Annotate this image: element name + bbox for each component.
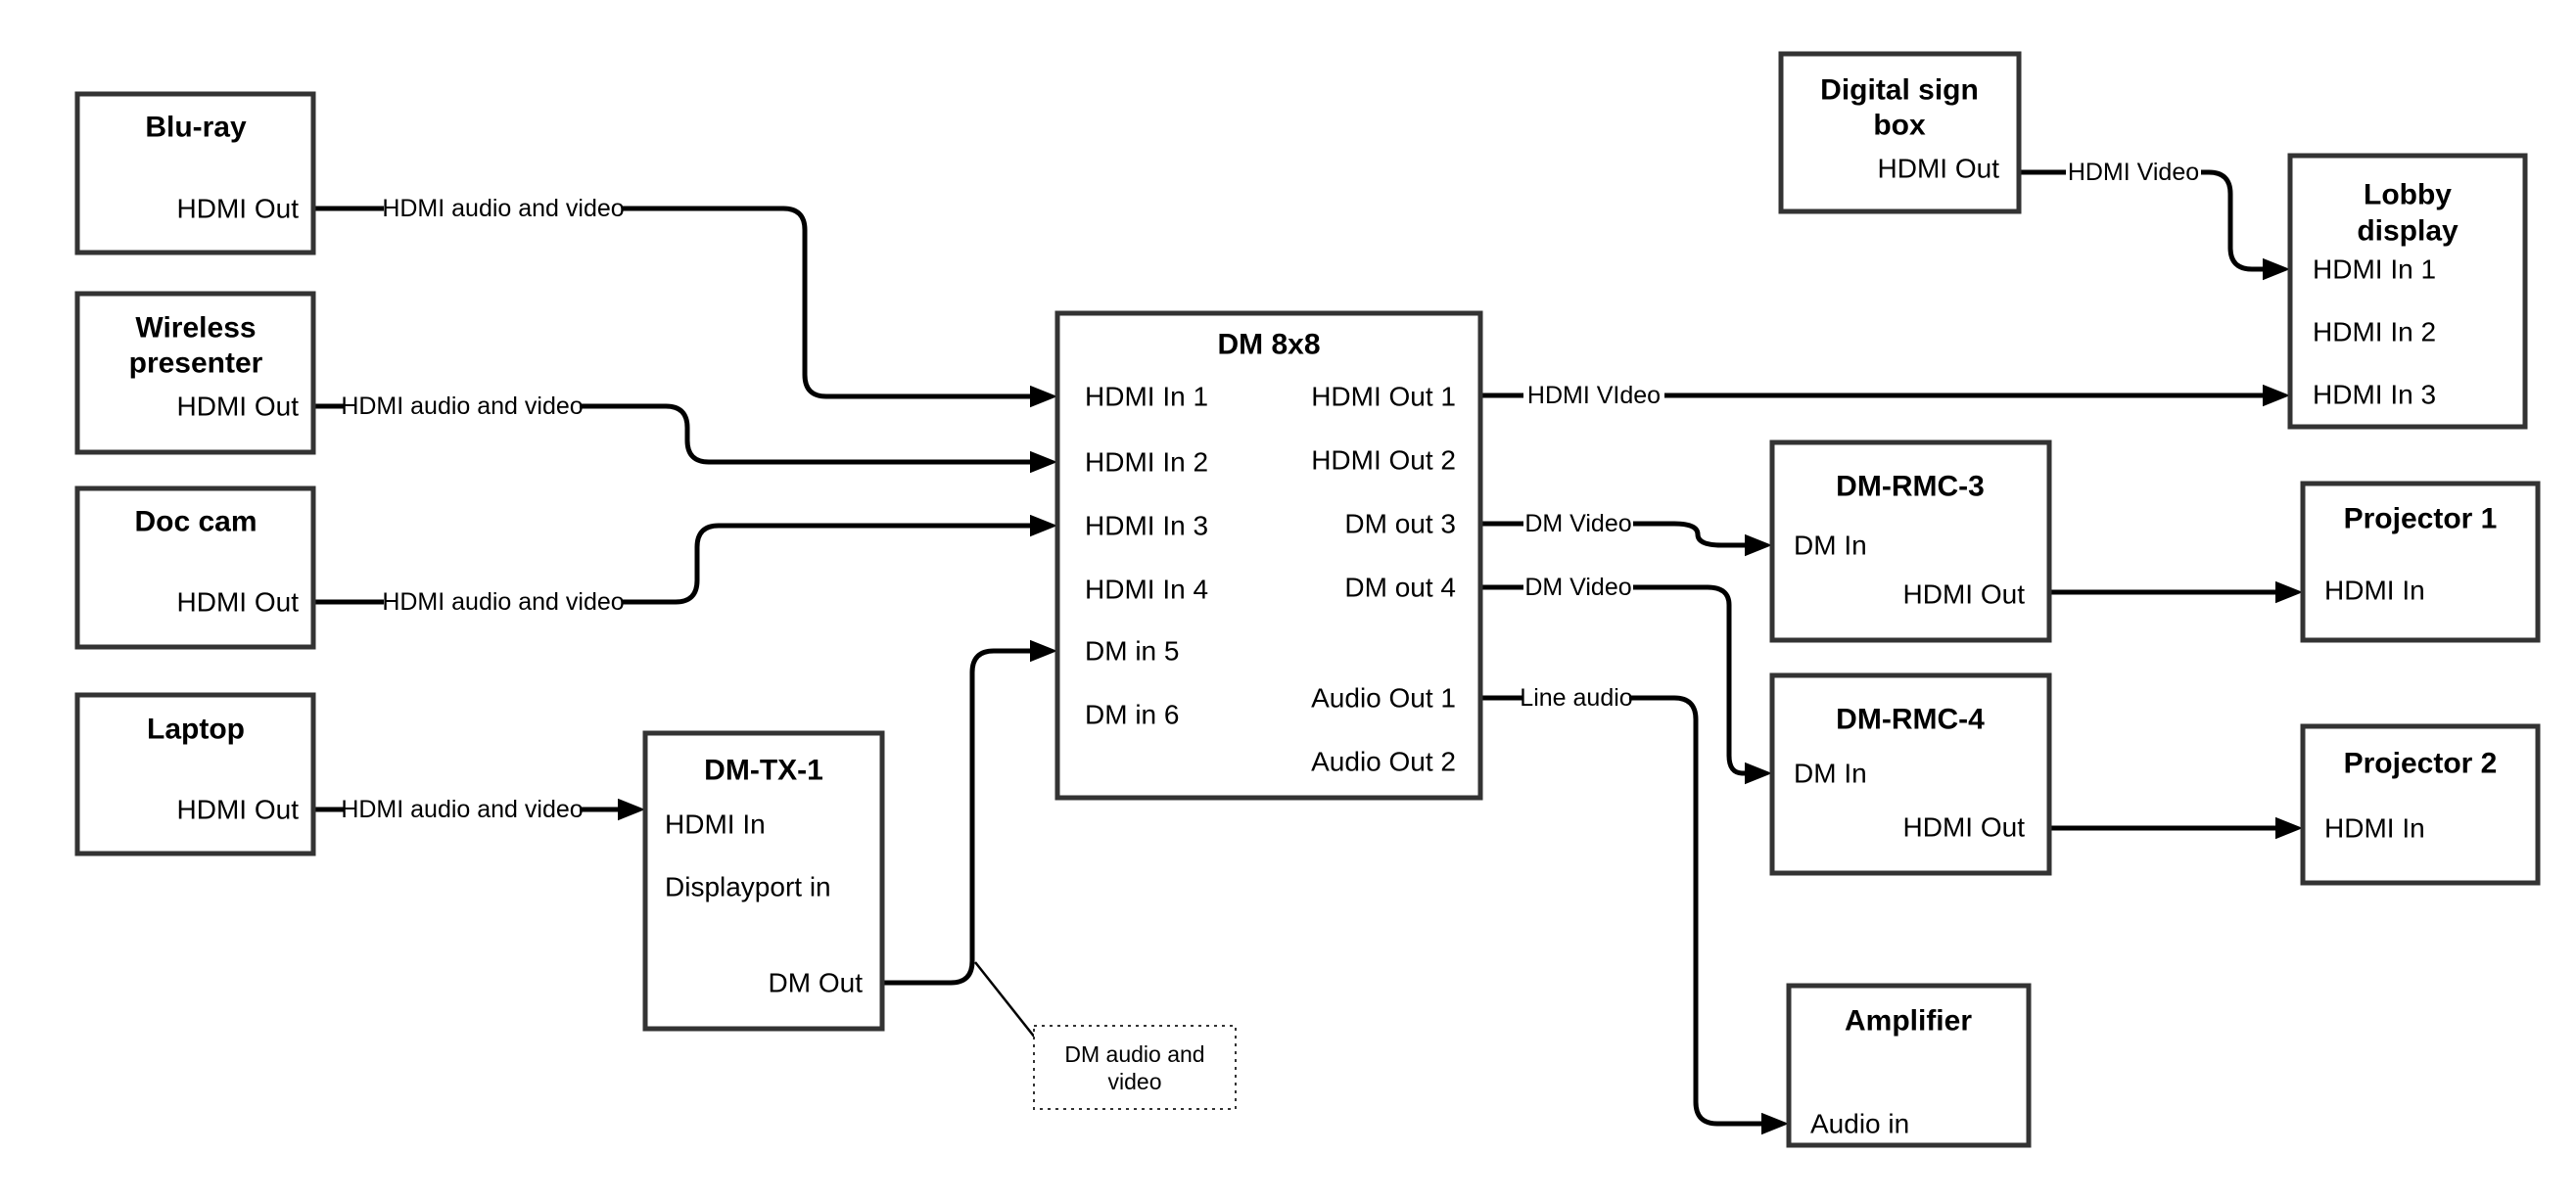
label-dm-video-out4: DM Video [1524, 574, 1631, 601]
wire-dmtx1-to-in5 [882, 639, 1057, 986]
digital-sign-box [1778, 51, 2022, 214]
projector1-box [2300, 481, 2541, 643]
projector1-port-hdmi-in: HDMI In [2324, 576, 2425, 606]
doccam-port-hdmi-out: HDMI Out [177, 587, 300, 618]
projector1-title: Projector 1 [2344, 503, 2498, 535]
node-doccam: Doc cam HDMI Out [74, 485, 316, 650]
amplifier-port-audio-in: Audio in [1810, 1109, 1909, 1139]
dm8x8-port-hdmi-in-1: HDMI In 1 [1085, 382, 1208, 412]
projector2-title: Projector 2 [2344, 748, 2498, 780]
dmtx1-port-hdmi-in: HDMI In [665, 809, 766, 840]
wire-wireless-to-in2 [580, 403, 1057, 474]
lobby-title-line2: display [2357, 215, 2459, 248]
digital-sign-title-line1: Digital sign [1820, 74, 1979, 107]
node-laptop: Laptop HDMI Out [74, 692, 316, 856]
dmrmc3-title: DM-RMC-3 [1836, 471, 1985, 503]
label-hdmi-video-digital: HDMI Video [2068, 159, 2199, 186]
dmrmc4-port-hdmi-out: HDMI Out [1903, 812, 2026, 843]
wire-aout1-to-amp [1629, 695, 1789, 1135]
node-dm8x8: DM 8x8 HDMI In 1 HDMI In 2 HDMI In 3 HDM… [1054, 310, 1483, 801]
wireless-title-line2: presenter [129, 347, 263, 380]
dmrmc3-box [1769, 439, 2052, 643]
label-dm-video-out3: DM Video [1524, 510, 1631, 537]
laptop-port-hdmi-out: HDMI Out [177, 795, 300, 825]
dmrmc4-title: DM-RMC-4 [1836, 704, 1985, 736]
lobby-port-hdmi-in-3: HDMI In 3 [2313, 380, 2436, 410]
connector-wires [313, 169, 2303, 1135]
dmrmc4-port-dm-in: DM In [1794, 759, 1867, 789]
bluray-port-hdmi-out: HDMI Out [177, 194, 300, 224]
dm8x8-box [1054, 310, 1483, 801]
label-doccam-cable: HDMI audio and video [382, 588, 624, 616]
dm8x8-port-hdmi-out-1: HDMI Out 1 [1311, 382, 1456, 412]
lobby-port-hdmi-in-2: HDMI In 2 [2313, 317, 2436, 347]
node-digital-sign-box: Digital sign box HDMI Out [1778, 51, 2022, 214]
projector2-port-hdmi-in: HDMI In [2324, 813, 2425, 844]
node-lobby-display: Lobby display HDMI In 1 HDMI In 2 HDMI I… [2287, 153, 2528, 430]
dm8x8-port-hdmi-in-4: HDMI In 4 [1085, 575, 1208, 605]
node-projector1: Projector 1 HDMI In [2300, 481, 2541, 643]
note-text-line2: video [1108, 1069, 1162, 1094]
dm8x8-port-hdmi-out-2: HDMI Out 2 [1311, 445, 1456, 476]
dmrmc3-port-hdmi-out: HDMI Out [1903, 579, 2026, 610]
label-laptop-cable: HDMI audio and video [341, 796, 583, 823]
label-bluray-cable: HDMI audio and video [382, 195, 624, 222]
node-amplifier: Amplifier Audio in [1786, 983, 2032, 1148]
laptop-title: Laptop [147, 714, 245, 746]
dm8x8-port-dm-in-6: DM in 6 [1085, 700, 1179, 730]
dm8x8-port-dm-out-3: DM out 3 [1344, 509, 1456, 539]
lobby-box [2287, 153, 2528, 430]
wireless-box [74, 291, 316, 455]
dmtx1-title: DM-TX-1 [704, 755, 823, 787]
lobby-port-hdmi-in-1: HDMI In 1 [2313, 254, 2436, 285]
projector2-box [2300, 723, 2541, 886]
dm8x8-port-hdmi-in-3: HDMI In 3 [1085, 511, 1208, 541]
dm8x8-port-audio-out-2: Audio Out 2 [1311, 747, 1456, 777]
label-hdmi-video-out1: HDMI VIdeo [1527, 382, 1661, 409]
node-projector2: Projector 2 HDMI In [2300, 723, 2541, 886]
amplifier-box [1786, 983, 2032, 1148]
wireless-title-line1: Wireless [135, 312, 256, 345]
wire-digital-to-lobby [2201, 169, 2290, 281]
digital-sign-title-line2: box [1873, 110, 1926, 142]
wire-out4-to-rmc4 [1633, 584, 1772, 785]
bluray-box [74, 91, 316, 255]
dm8x8-port-audio-out-1: Audio Out 1 [1311, 683, 1456, 714]
dmrmc4-box [1769, 672, 2052, 876]
amplifier-title: Amplifier [1845, 1005, 1972, 1038]
dm8x8-port-dm-in-5: DM in 5 [1085, 636, 1179, 667]
wire-out3-to-rmc3 [1633, 521, 1772, 557]
node-dmrmc4: DM-RMC-4 DM In HDMI Out [1769, 672, 2052, 876]
node-wireless-presenter: Wireless presenter HDMI Out [74, 291, 316, 455]
node-dmtx1: DM-TX-1 HDMI In Displayport in DM Out [642, 730, 885, 1032]
dm8x8-port-hdmi-in-2: HDMI In 2 [1085, 447, 1208, 478]
dm8x8-port-dm-out-4: DM out 4 [1344, 573, 1456, 603]
dmrmc3-port-dm-in: DM In [1794, 531, 1867, 561]
laptop-box [74, 692, 316, 856]
dmtx1-port-dm-out: DM Out [769, 968, 864, 998]
node-dmrmc3: DM-RMC-3 DM In HDMI Out [1769, 439, 2052, 643]
dm8x8-title: DM 8x8 [1217, 329, 1320, 361]
lobby-title-line1: Lobby [2364, 179, 2452, 211]
wire-bluray-to-in1 [623, 206, 1057, 408]
wire-doccam-to-in3 [623, 514, 1057, 605]
digital-sign-port-hdmi-out: HDMI Out [1878, 154, 2000, 184]
note-box [1033, 1025, 1237, 1110]
node-bluray: Blu-ray HDMI Out [74, 91, 316, 255]
doccam-box [74, 485, 316, 650]
wire-labels: HDMI audio and video HDMI audio and vide… [341, 159, 2199, 823]
note-leader-line [974, 961, 1036, 1039]
label-wireless-cable: HDMI audio and video [341, 393, 583, 420]
note-dm-audio-video: DM audio and video [1033, 1025, 1237, 1110]
bluray-title: Blu-ray [145, 112, 247, 144]
doccam-title: Doc cam [134, 506, 257, 538]
wireless-port-hdmi-out: HDMI Out [177, 392, 300, 422]
note-text-line1: DM audio and [1064, 1041, 1204, 1067]
dmtx1-box [642, 730, 885, 1032]
dmtx1-port-displayport-in: Displayport in [665, 872, 831, 902]
label-line-audio: Line audio [1520, 684, 1632, 712]
